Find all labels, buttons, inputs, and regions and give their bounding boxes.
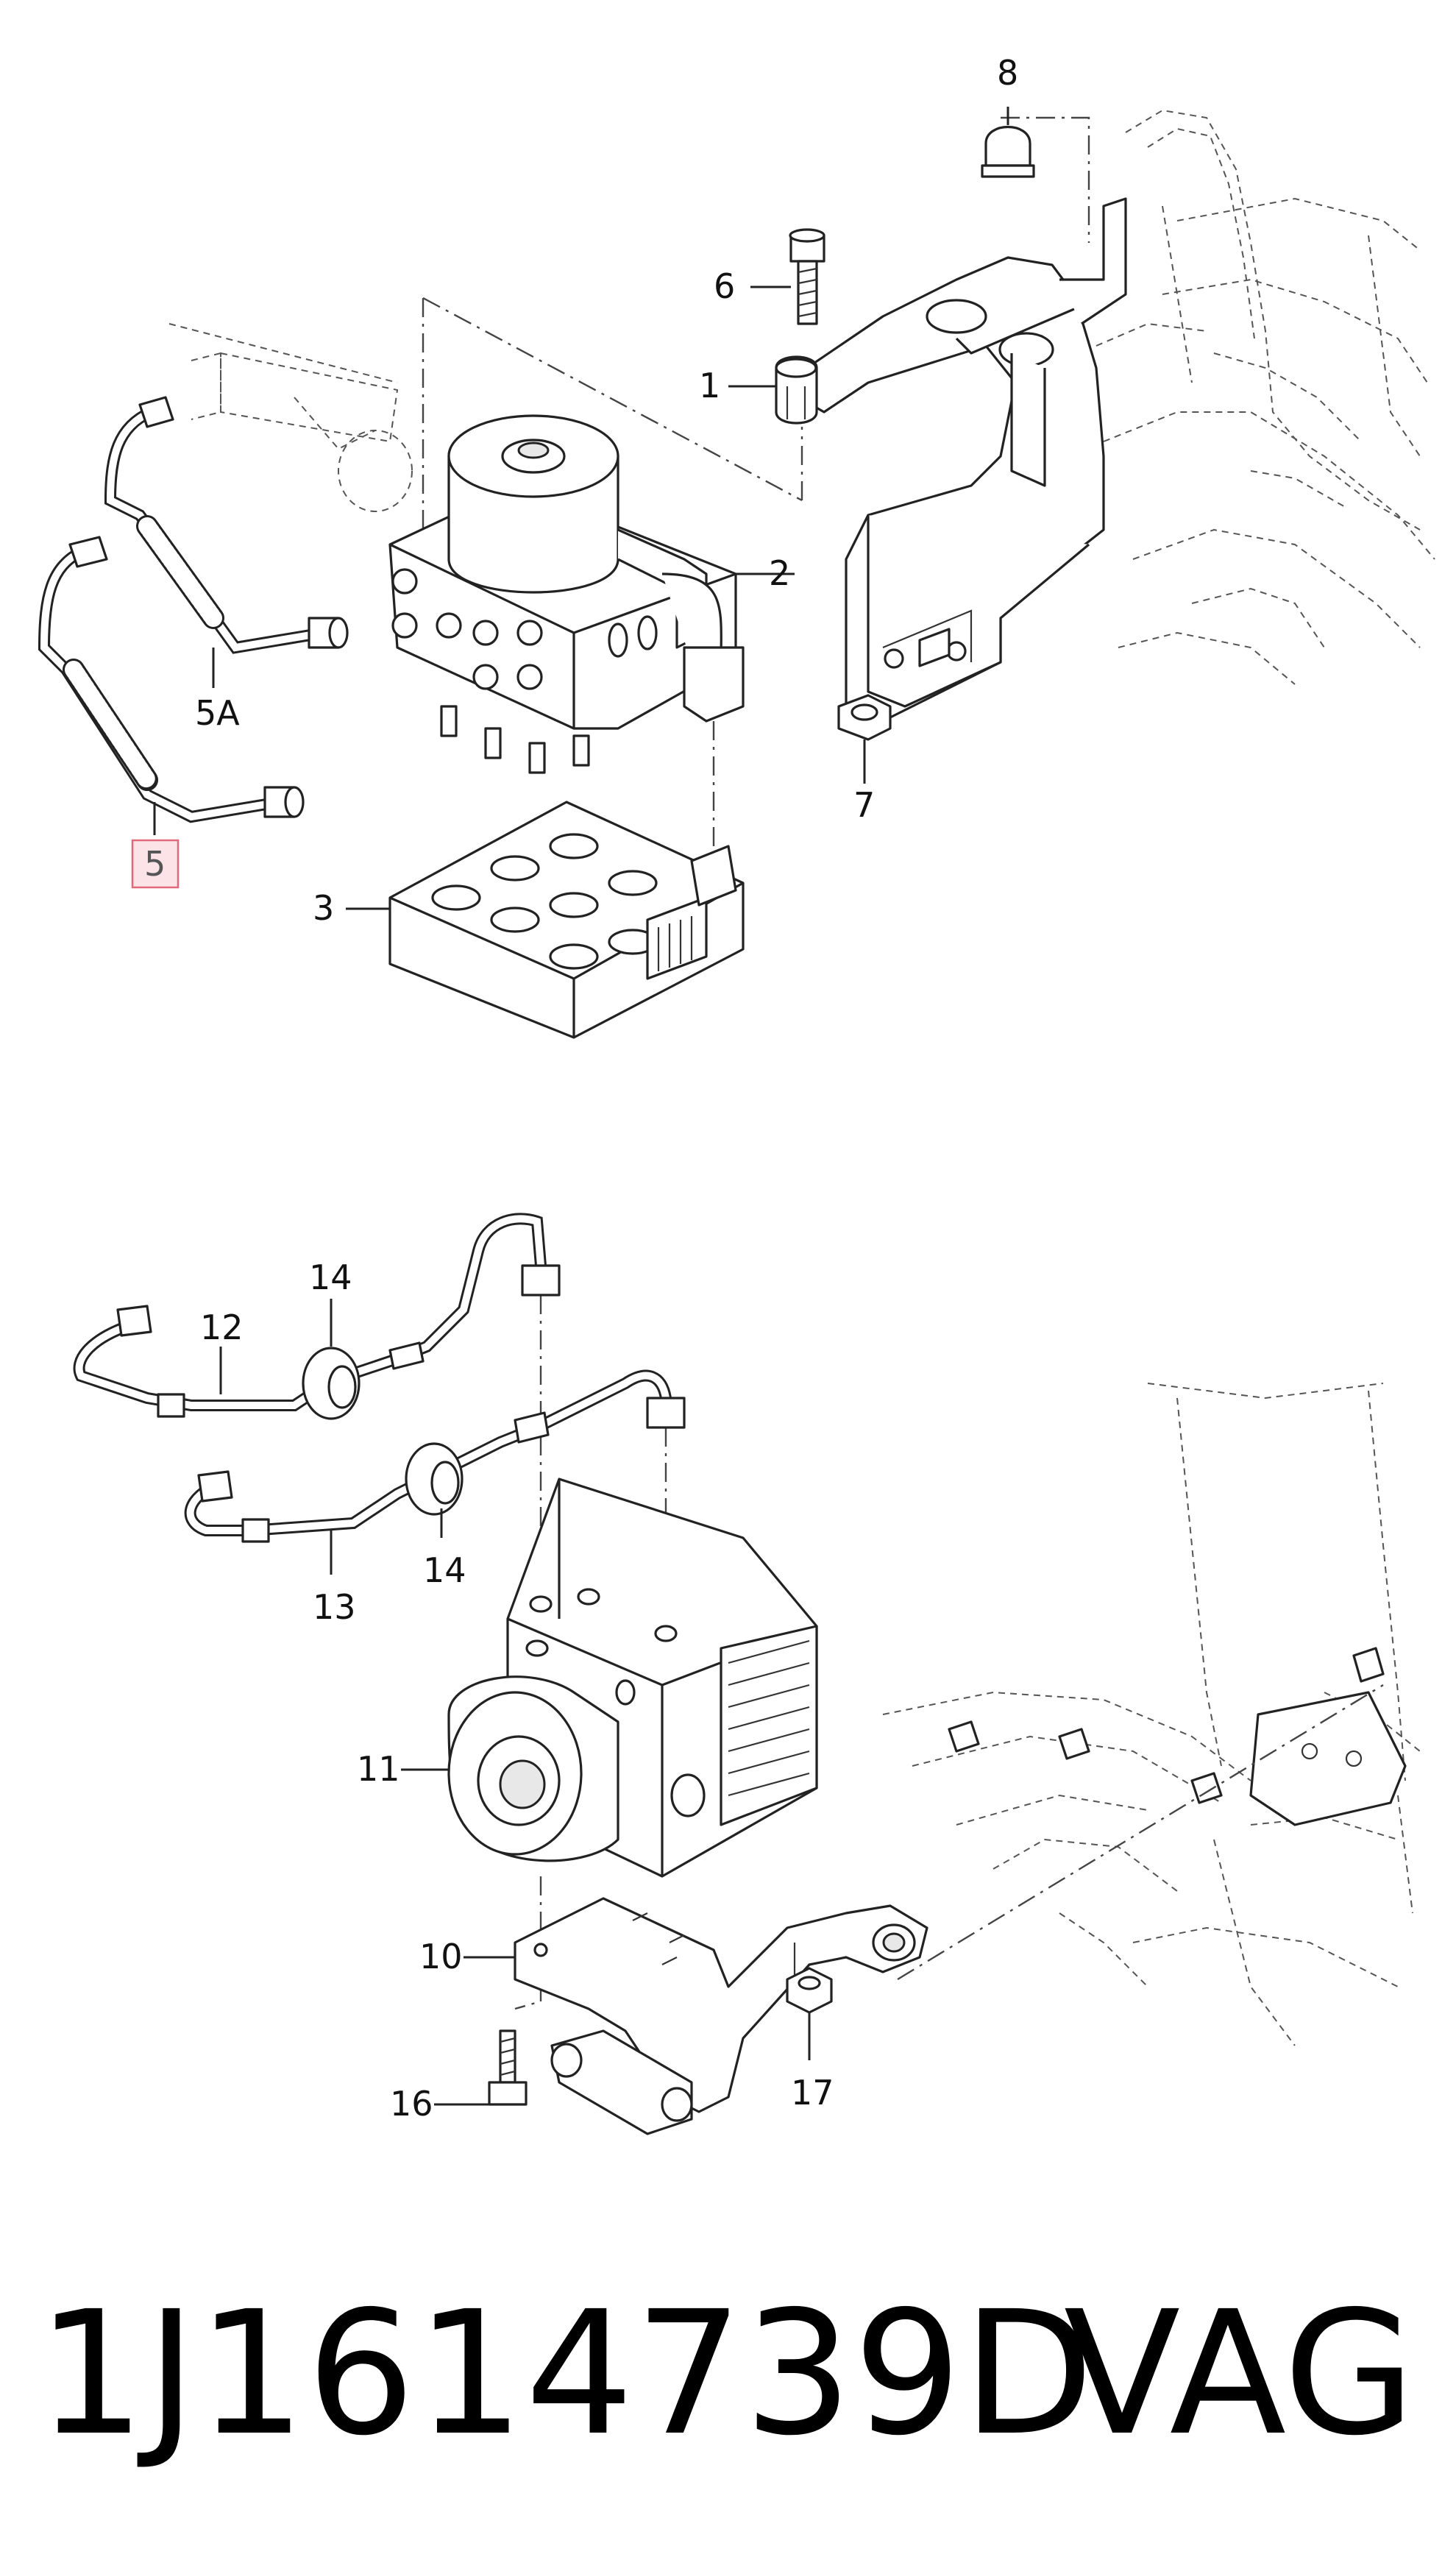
callout-16[interactable]: 16 [390,2084,433,2124]
callout-2[interactable]: 2 [769,553,790,593]
brand-name: VAG [1063,2274,1416,2473]
callout-labels: 8 6 1 2 7 3 5A 5 14 12 14 13 11 10 16 17 [131,53,1018,2124]
callout-6[interactable]: 6 [714,266,735,306]
brake-line-13 [184,1369,686,1543]
grommet-upper [302,1347,361,1420]
callout-1[interactable]: 1 [699,366,720,405]
leader-lines-bottom [219,1299,811,2106]
hex-nut [837,694,892,741]
hydraulic-unit-11 [447,1478,818,1878]
callout-5-box [131,839,180,889]
top-assembly [38,107,1435,1039]
grommet-lower [405,1442,464,1516]
callout-17[interactable]: 17 [791,2073,834,2113]
brake-line-5a [104,396,349,654]
bottom-assembly [73,1213,1421,2135]
callout-14-lower[interactable]: 14 [423,1550,466,1590]
bolt [789,228,825,325]
mounting-bracket-10 [514,1897,928,2135]
callout-3[interactable]: 3 [313,888,334,928]
callout-5[interactable]: 5 [144,844,166,884]
callout-11[interactable]: 11 [357,1749,400,1789]
hydraulic-unit [388,414,745,774]
bolt-16 [488,2029,528,2106]
brake-line-5 [38,536,305,823]
callout-5a[interactable]: 5A [195,693,240,733]
callout-7[interactable]: 7 [853,785,875,825]
control-module [388,801,745,1039]
callout-12[interactable]: 12 [200,1308,244,1347]
abs-parts-diagram: 8 6 1 2 7 3 5A 5 14 12 14 13 11 10 16 17 [38,53,1435,2135]
vehicle-body-outline-top [1095,109,1435,685]
callout-5-highlight[interactable]: 5 [131,839,180,889]
part-number: 1J1614739D [37,2274,1095,2473]
vehicle-part-outline-left [168,323,413,512]
hex-nut-17 [786,1967,833,2014]
cap-nut [981,126,1035,178]
mounting-bracket [778,197,1127,723]
callout-13[interactable]: 13 [313,1587,356,1627]
callout-14-upper[interactable]: 14 [309,1258,352,1297]
vehicle-body-outline-bottom [882,1383,1421,2046]
callout-8[interactable]: 8 [997,53,1018,93]
leader-lines-top [153,107,1009,910]
callout-10[interactable]: 10 [419,1937,463,1976]
rubber-mount [775,355,818,425]
